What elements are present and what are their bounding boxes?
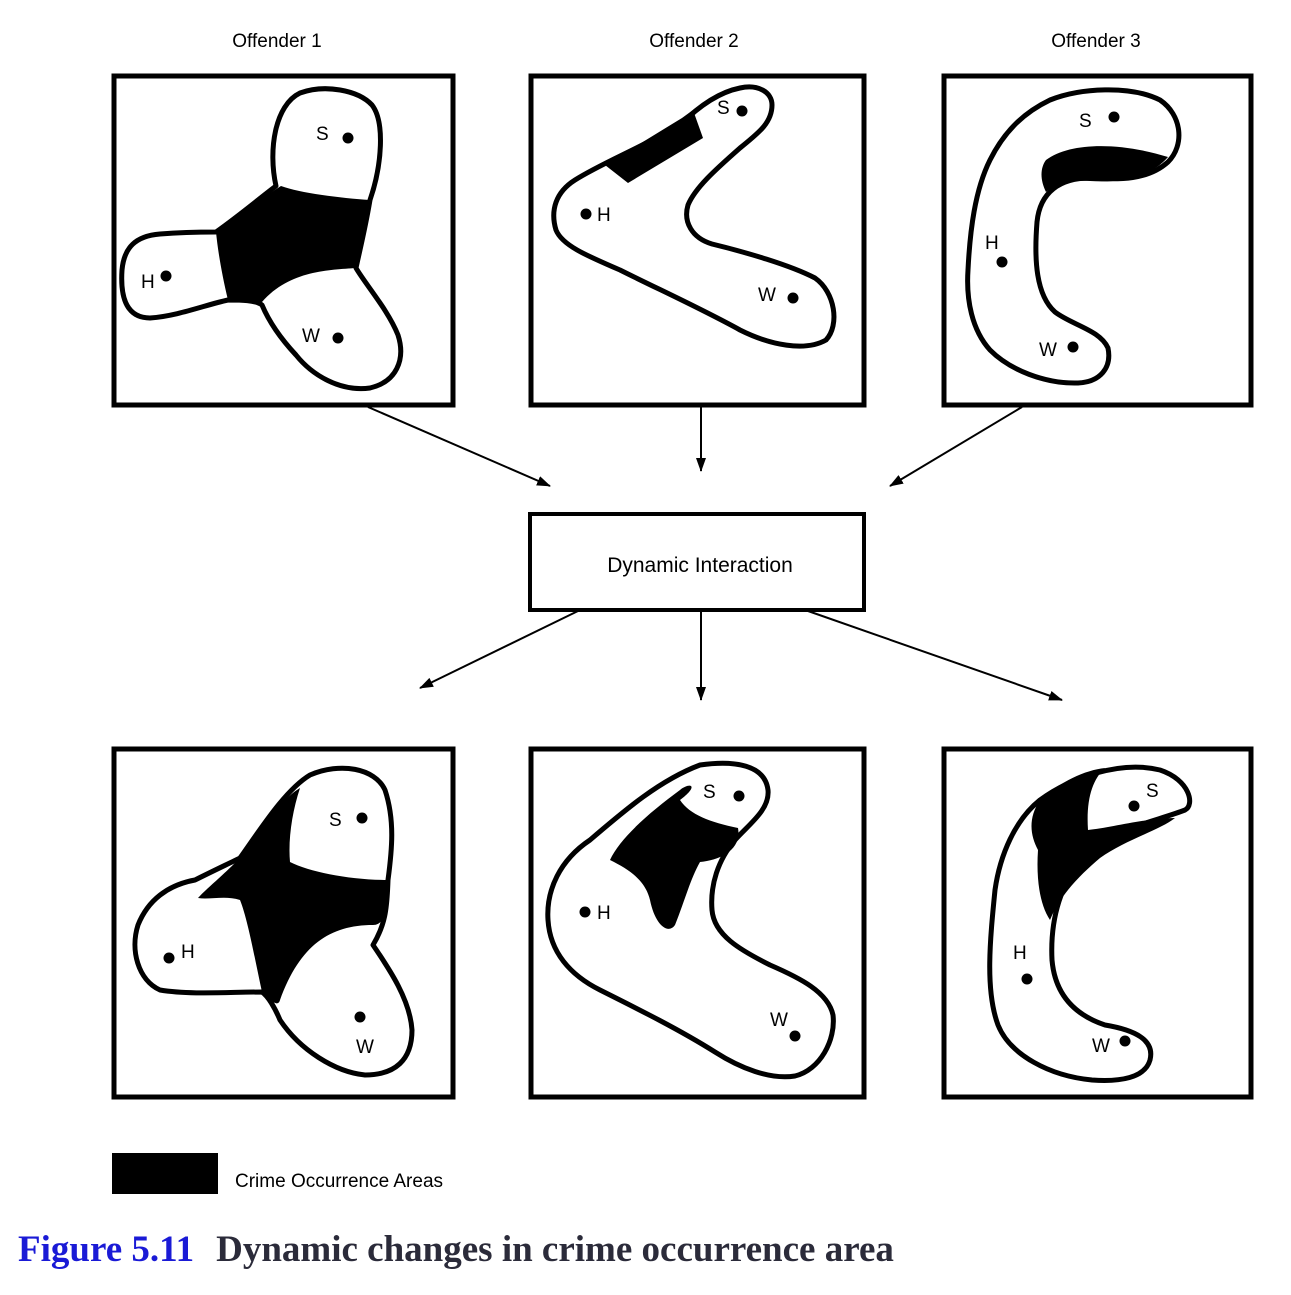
- work-label: W: [302, 326, 320, 347]
- home-label: H: [597, 903, 611, 924]
- work-point: [1119, 1035, 1131, 1047]
- offender-3-title: Offender 3: [1051, 31, 1140, 52]
- crime-occurrence-area: [605, 110, 703, 183]
- crime-occurrence-area: [198, 788, 388, 1004]
- home-point: [163, 952, 175, 964]
- home-point: [579, 906, 591, 918]
- school-label: S: [329, 810, 342, 831]
- work-label: W: [356, 1037, 374, 1058]
- home-point: [580, 208, 592, 220]
- activity-space-shape: [551, 84, 837, 349]
- arrow-out-3: [807, 610, 1063, 701]
- work-point: [1067, 341, 1079, 353]
- school-point: [736, 105, 748, 117]
- panel-offender-2-after: S H W: [528, 746, 867, 1100]
- box-label: Dynamic Interaction: [607, 554, 793, 577]
- school-point: [733, 790, 745, 802]
- arrow-out-1: [419, 610, 579, 689]
- home-label: H: [181, 942, 195, 963]
- figure-caption: Figure 5.11 Dynamic changes in crime occu…: [18, 1228, 894, 1271]
- legend-swatch: [112, 1153, 218, 1194]
- work-label: W: [1039, 340, 1057, 361]
- school-label: S: [1079, 111, 1092, 132]
- box-frame: [528, 512, 866, 612]
- diagram-canvas: Offender 1 Offender 2 Offender 3 S H W S…: [111, 31, 1254, 1194]
- school-label: S: [703, 782, 716, 803]
- panel-offender-3-before: S H W: [941, 73, 1254, 408]
- work-point: [332, 332, 344, 344]
- panel-offender-1-before: S H W: [111, 73, 456, 408]
- crime-occurrence-area: [1031, 768, 1175, 920]
- work-point: [789, 1030, 801, 1042]
- crime-occurrence-area: [1041, 146, 1168, 192]
- dynamic-interaction-box: Dynamic Interaction: [528, 512, 866, 612]
- home-label: H: [597, 205, 611, 226]
- school-label: S: [717, 98, 730, 119]
- diagram-area: Offender 1 Offender 2 Offender 3 S H W S…: [111, 31, 1254, 1194]
- caption-text: Dynamic changes in crime occurrence area: [216, 1229, 894, 1270]
- home-point: [160, 270, 172, 282]
- arrow-in-1: [367, 406, 551, 487]
- panel-offender-1-after: S H W: [111, 746, 456, 1100]
- legend-label: Crime Occurrence Areas: [235, 1171, 443, 1192]
- school-label: S: [316, 124, 329, 145]
- school-label: S: [1146, 781, 1159, 802]
- caption-number: Figure 5.11: [18, 1229, 195, 1270]
- panel-offender-2-before: S H W: [528, 73, 867, 408]
- school-point: [342, 132, 354, 144]
- panel-offender-3-after: S H W: [941, 746, 1254, 1100]
- legend: Crime Occurrence Areas: [112, 1153, 443, 1194]
- school-point: [356, 812, 368, 824]
- crime-occurrence-area: [610, 785, 739, 929]
- home-point: [1021, 973, 1033, 985]
- home-label: H: [141, 272, 155, 293]
- offender-1-title: Offender 1: [232, 31, 321, 52]
- work-point: [354, 1011, 366, 1023]
- school-point: [1108, 111, 1120, 123]
- home-label: H: [1013, 943, 1027, 964]
- school-point: [1128, 800, 1140, 812]
- work-label: W: [770, 1010, 788, 1031]
- crime-occurrence-area: [216, 186, 370, 302]
- arrow-in-3: [889, 406, 1023, 487]
- work-label: W: [758, 285, 776, 306]
- work-label: W: [1092, 1036, 1110, 1057]
- offender-2-title: Offender 2: [649, 31, 738, 52]
- work-point: [787, 292, 799, 304]
- home-point: [996, 256, 1008, 268]
- home-label: H: [985, 233, 999, 254]
